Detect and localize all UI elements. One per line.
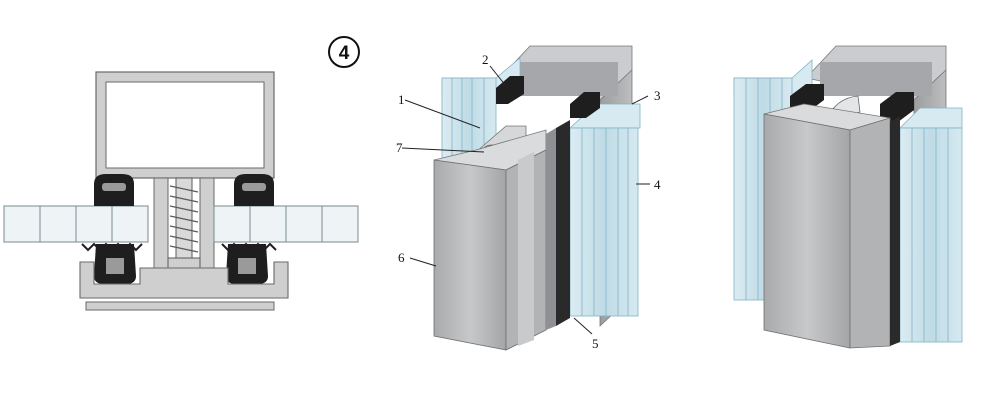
- lower-gaskets: [81, 242, 277, 284]
- right-polycarbonate-panel: [568, 103, 641, 317]
- callout-2: 2: [482, 52, 489, 67]
- figure-number-badge: 4: [328, 36, 360, 68]
- right-polycarbonate-panel-plain: [899, 107, 963, 343]
- leader-lines: [401, 65, 650, 335]
- left-panel-section: [3, 205, 149, 243]
- lower-gasket-strip: [546, 120, 570, 330]
- lower-gasket-strip-plain: [890, 116, 900, 346]
- assembly-3d-plain: [733, 45, 963, 349]
- right-panel-section: [213, 205, 359, 243]
- cross-section-drawing: [3, 71, 359, 311]
- callout-6: 6: [398, 250, 405, 265]
- callout-1: 1: [398, 92, 405, 107]
- upper-gaskets: [94, 174, 274, 206]
- assembly-3d-labeled: 1 2 3 4 5 6 7: [396, 45, 661, 351]
- callout-7: 7: [396, 140, 403, 155]
- badge-label: 4: [339, 43, 350, 64]
- callout-4: 4: [654, 177, 661, 192]
- base-profile: [79, 261, 289, 311]
- front-clamping-strip: [433, 129, 547, 351]
- callout-3: 3: [654, 88, 661, 103]
- callout-5: 5: [592, 336, 599, 351]
- hollow-tube: [95, 71, 275, 179]
- self-tapping-screw: [163, 177, 205, 281]
- front-clamping-strip-plain: [763, 103, 891, 349]
